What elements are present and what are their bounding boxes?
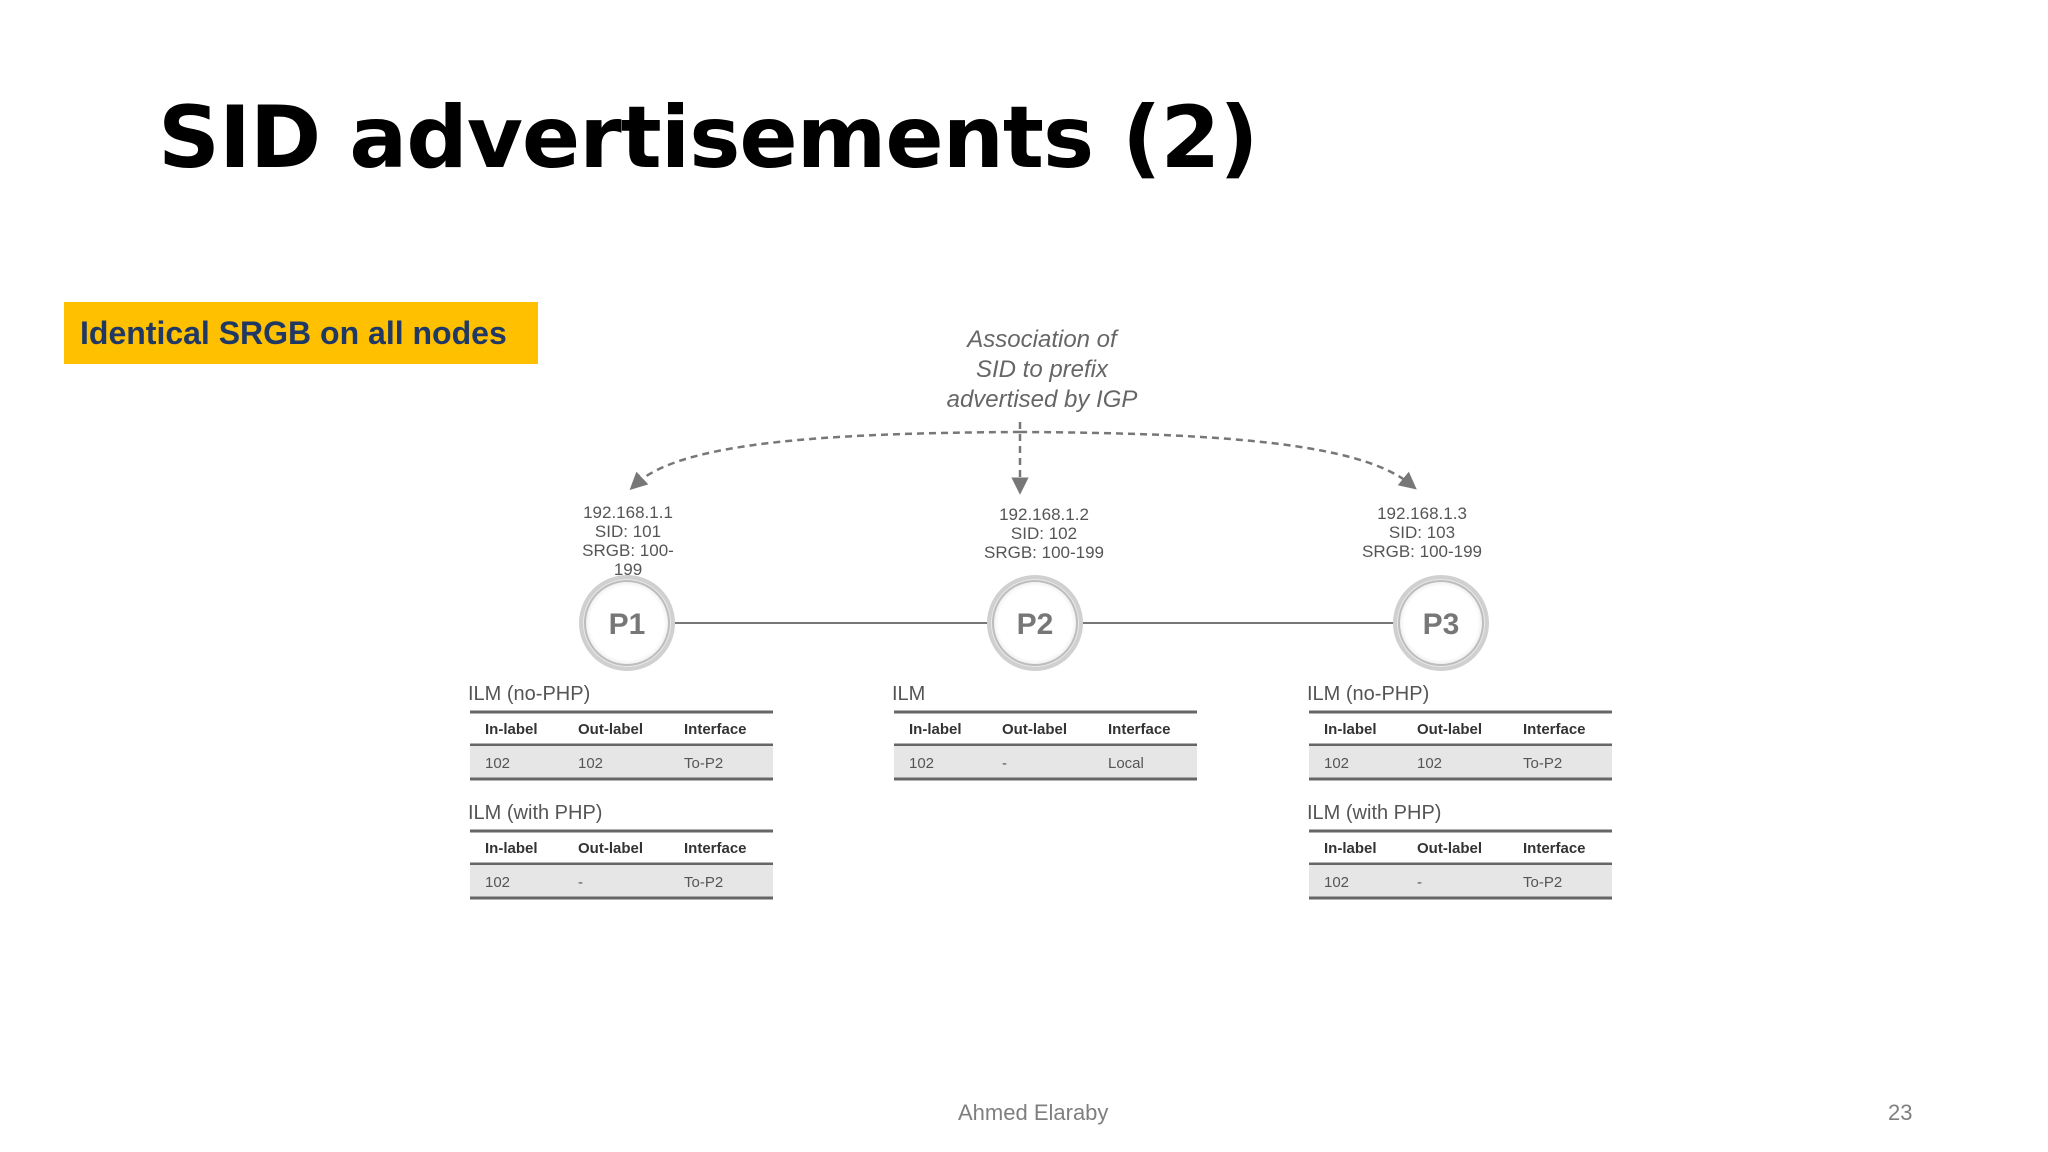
- ilm-table-title: ILM (no-PHP): [468, 683, 590, 705]
- p3-info-ip: 192.168.1.3: [1377, 504, 1467, 523]
- ilm-table-title: ILM (with PHP): [1307, 802, 1441, 824]
- p1-info-ip: 192.168.1.1: [583, 503, 673, 522]
- slide-title: SID advertisements (2): [158, 88, 1259, 188]
- ilm-header-interface: Interface: [684, 721, 747, 738]
- ilm-cell-interface: To-P2: [684, 755, 723, 772]
- page-number: 23: [1888, 1100, 1913, 1125]
- ilm-header-interface: Interface: [1108, 721, 1171, 738]
- association-arrow-p1: [629, 430, 1021, 490]
- ilm-cell-inlabel: 102: [1324, 874, 1349, 891]
- node-p2: P2: [987, 575, 1083, 671]
- p3-info-sid: SID: 103: [1389, 523, 1455, 542]
- ilm-header-inlabel: In-label: [909, 721, 962, 738]
- ilm-cell-inlabel: 102: [1324, 755, 1349, 772]
- ilm-table-p3-php: ILM (with PHP) In-label Out-label Interf…: [1307, 802, 1612, 900]
- p2-info-sid: SID: 102: [1011, 524, 1077, 543]
- ilm-table-title: ILM (with PHP): [468, 802, 602, 824]
- ilm-header-outlabel: Out-label: [1417, 721, 1482, 738]
- ilm-cell-interface: To-P2: [1523, 874, 1562, 891]
- ilm-table-title: ILM: [892, 683, 925, 705]
- ilm-table-p1-php: ILM (with PHP) In-label Out-label Interf…: [468, 802, 773, 900]
- node-p1: P1: [579, 575, 675, 671]
- node-p2-label: P2: [1017, 608, 1054, 641]
- ilm-table-title: ILM (no-PHP): [1307, 683, 1429, 705]
- ilm-header-interface: Interface: [1523, 840, 1586, 857]
- ilm-cell-inlabel: 102: [485, 755, 510, 772]
- ilm-cell-outlabel: -: [578, 874, 583, 891]
- footer-author: Ahmed Elaraby: [958, 1100, 1109, 1125]
- p2-info-ip: 192.168.1.2: [999, 505, 1089, 524]
- ilm-header-interface: Interface: [684, 840, 747, 857]
- p1-info-srgb: SRGB: 100-: [582, 541, 674, 560]
- ilm-header-outlabel: Out-label: [1002, 721, 1067, 738]
- node-p3-label: P3: [1423, 608, 1460, 641]
- ilm-cell-inlabel: 102: [485, 874, 510, 891]
- ilm-table-p1-nophp: ILM (no-PHP) In-label Out-label Interfac…: [468, 683, 773, 781]
- association-line-1: Association of: [965, 326, 1119, 353]
- ilm-cell-outlabel: -: [1002, 755, 1007, 772]
- ilm-cell-outlabel: -: [1417, 874, 1422, 891]
- ilm-header-inlabel: In-label: [485, 721, 538, 738]
- p1-info-sid: SID: 101: [595, 522, 661, 541]
- ilm-table-p3-nophp: ILM (no-PHP) In-label Out-label Interfac…: [1307, 683, 1612, 781]
- ilm-header-inlabel: In-label: [485, 840, 538, 857]
- association-arrow-p3: [1019, 430, 1417, 490]
- ilm-header-inlabel: In-label: [1324, 721, 1377, 738]
- ilm-header-outlabel: Out-label: [1417, 840, 1482, 857]
- ilm-header-inlabel: In-label: [1324, 840, 1377, 857]
- node-p3: P3: [1393, 575, 1489, 671]
- p1-info-srgb-end: 199: [614, 560, 642, 579]
- ilm-cell-interface: To-P2: [1523, 755, 1562, 772]
- srgb-tag-label: Identical SRGB on all nodes: [80, 315, 507, 351]
- ilm-cell-outlabel: 102: [1417, 755, 1442, 772]
- ilm-cell-interface: To-P2: [684, 874, 723, 891]
- ilm-header-outlabel: Out-label: [578, 840, 643, 857]
- ilm-header-interface: Interface: [1523, 721, 1586, 738]
- node-p1-label: P1: [609, 608, 646, 641]
- ilm-cell-outlabel: 102: [578, 755, 603, 772]
- ilm-header-outlabel: Out-label: [578, 721, 643, 738]
- ilm-table-p2: ILM In-label Out-label Interface 102 - L…: [892, 683, 1197, 781]
- srgb-tag: Identical SRGB on all nodes: [64, 302, 538, 364]
- p3-info-srgb: SRGB: 100-199: [1362, 542, 1482, 561]
- ilm-cell-inlabel: 102: [909, 755, 934, 772]
- association-line-3: advertised by IGP: [947, 386, 1138, 413]
- association-line-2: SID to prefix: [976, 356, 1109, 383]
- ilm-cell-interface: Local: [1108, 755, 1144, 772]
- p2-info-srgb: SRGB: 100-199: [984, 543, 1104, 562]
